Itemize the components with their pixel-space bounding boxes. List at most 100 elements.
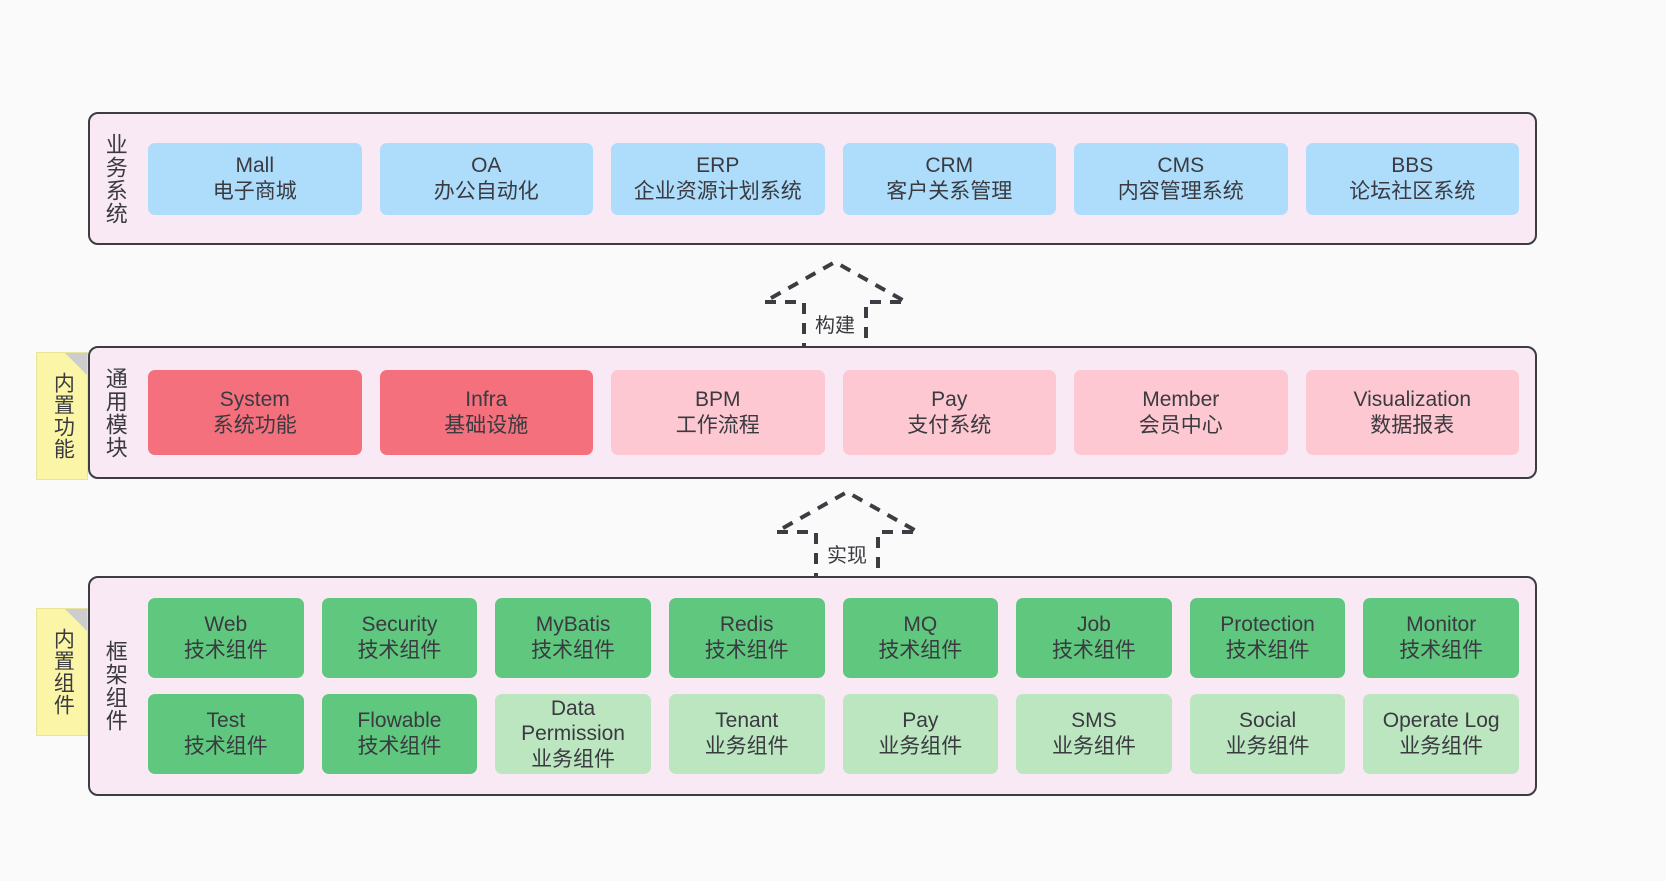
band-common-modules: 通用模块 System 系统功能 Infra 基础设施 BPM 工作流程 Pay… [88,346,1537,479]
node-title: Test [206,709,246,733]
node-infra[interactable]: Infra 基础设施 [379,370,593,455]
node-title: MyBatis [535,613,611,637]
node-bbs[interactable]: BBS 论坛社区系统 [1305,142,1519,215]
node-mybatis[interactable]: MyBatis 技术组件 [495,598,651,678]
band-title-framework: 框架组件 [102,640,128,732]
node-flowable[interactable]: Flowable 技术组件 [321,694,478,774]
band-title-modules: 通用模块 [102,366,128,459]
node-title: Member [1142,387,1220,411]
node-title: Web [204,613,248,637]
node-crm[interactable]: CRM 客户关系管理 [842,142,1056,215]
node-data-permission[interactable]: Data Permission 业务组件 [495,694,651,774]
node-title: BPM [694,387,741,411]
band-row: System 系统功能 Infra 基础设施 BPM 工作流程 Pay 支付系统… [148,370,1519,455]
node-subtitle: 业务组件 [704,735,789,758]
node-subtitle: 技术组件 [878,639,963,662]
node-title: BBS [1391,153,1434,177]
node-title: Tenant [715,709,779,733]
sticky-fold-icon [65,609,87,631]
node-title: CMS [1157,153,1205,177]
band-framework-components: 框架组件 Web 技术组件 Security 技术组件 MyBatis 技术组件… [88,576,1537,796]
node-test[interactable]: Test 技术组件 [148,694,304,774]
node-title: Visualization [1353,387,1472,411]
node-subtitle: 技术组件 [531,639,616,662]
node-title: Protection [1220,613,1315,637]
node-title: Data Permission [521,696,625,746]
sticky-label: 内置组件 [51,628,75,716]
node-web[interactable]: Web 技术组件 [148,598,304,678]
node-member[interactable]: Member 会员中心 [1074,370,1288,455]
node-pay-component[interactable]: Pay 业务组件 [842,694,999,774]
sticky-label: 内置功能 [51,372,75,460]
node-job[interactable]: Job 技术组件 [1016,598,1172,678]
node-bpm[interactable]: BPM 工作流程 [611,370,825,455]
node-erp[interactable]: ERP 企业资源计划系统 [611,142,825,215]
node-title: Flowable [357,709,442,733]
band-body-business: Mall 电子商城 OA 办公自动化 ERP 企业资源计划系统 CRM 客户关系… [140,114,1535,243]
node-subtitle: 业务组件 [878,735,963,758]
node-subtitle: 技术组件 [704,639,789,662]
node-title: CRM [925,153,974,177]
band-row: Test 技术组件 Flowable 技术组件 Data Permission … [148,694,1519,774]
node-pay-module[interactable]: Pay 支付系统 [842,370,1056,455]
node-title: Job [1077,613,1111,637]
node-subtitle: 业务组件 [1225,735,1310,758]
node-title: Mall [235,153,274,177]
node-title: Social [1238,709,1297,733]
band-title-business: 业务系统 [102,132,128,225]
node-subtitle: 论坛社区系统 [1349,179,1476,203]
node-title: SMS [1071,709,1117,733]
arrow-build: 构建 [760,258,910,354]
node-title: ERP [696,153,740,177]
band-row: Mall 电子商城 OA 办公自动化 ERP 企业资源计划系统 CRM 客户关系… [148,142,1519,215]
arrow-implement-icon [772,489,922,584]
node-subtitle: 技术组件 [183,735,268,758]
node-operate-log[interactable]: Operate Log 业务组件 [1363,694,1519,774]
node-subtitle: 办公自动化 [433,179,539,203]
node-subtitle: 工作流程 [675,413,760,437]
node-tenant[interactable]: Tenant 业务组件 [668,694,825,774]
band-body-modules: System 系统功能 Infra 基础设施 BPM 工作流程 Pay 支付系统… [140,348,1535,477]
node-social[interactable]: Social 业务组件 [1189,694,1346,774]
node-monitor[interactable]: Monitor 技术组件 [1363,598,1519,678]
node-visualization[interactable]: Visualization 数据报表 [1305,370,1519,455]
sticky-note-builtin-functions: 内置功能 [36,352,88,480]
node-title: Security [361,613,438,637]
arrow-implement: 实现 [772,488,922,584]
sticky-fold-icon [65,353,87,375]
node-subtitle: 技术组件 [183,639,268,662]
node-subtitle: 基础设施 [444,413,529,437]
node-subtitle: 数据报表 [1370,413,1455,437]
node-subtitle: 技术组件 [357,735,442,758]
node-mq[interactable]: MQ 技术组件 [842,598,999,678]
node-subtitle: 企业资源计划系统 [633,179,802,203]
node-title: MQ [903,613,938,637]
sticky-note-builtin-components: 内置组件 [36,608,88,736]
node-title: Monitor [1406,613,1477,637]
node-title: System [219,387,290,411]
node-subtitle: 业务组件 [531,747,616,771]
node-protection[interactable]: Protection 技术组件 [1189,598,1346,678]
node-title: OA [471,153,502,177]
node-title: Infra [465,387,508,411]
node-subtitle: 技术组件 [357,639,442,662]
node-subtitle: 技术组件 [1399,639,1484,662]
node-title: Pay [902,709,939,733]
node-oa[interactable]: OA 办公自动化 [379,142,593,215]
band-business-systems: 业务系统 Mall 电子商城 OA 办公自动化 ERP 企业资源计划系统 CRM… [88,112,1537,245]
node-security[interactable]: Security 技术组件 [321,598,478,678]
band-row: Web 技术组件 Security 技术组件 MyBatis 技术组件 Redi… [148,598,1519,678]
node-subtitle: 业务组件 [1399,735,1484,758]
node-subtitle: 内容管理系统 [1117,179,1244,203]
node-title: Redis [719,613,774,637]
node-cms[interactable]: CMS 内容管理系统 [1074,142,1288,215]
node-system[interactable]: System 系统功能 [148,370,362,455]
node-subtitle: 电子商城 [212,179,297,203]
node-mall[interactable]: Mall 电子商城 [148,142,362,215]
node-sms[interactable]: SMS 业务组件 [1016,694,1172,774]
node-subtitle: 业务组件 [1051,735,1136,758]
node-redis[interactable]: Redis 技术组件 [668,598,825,678]
node-title: Operate Log [1382,709,1500,733]
node-subtitle: 技术组件 [1051,639,1136,662]
